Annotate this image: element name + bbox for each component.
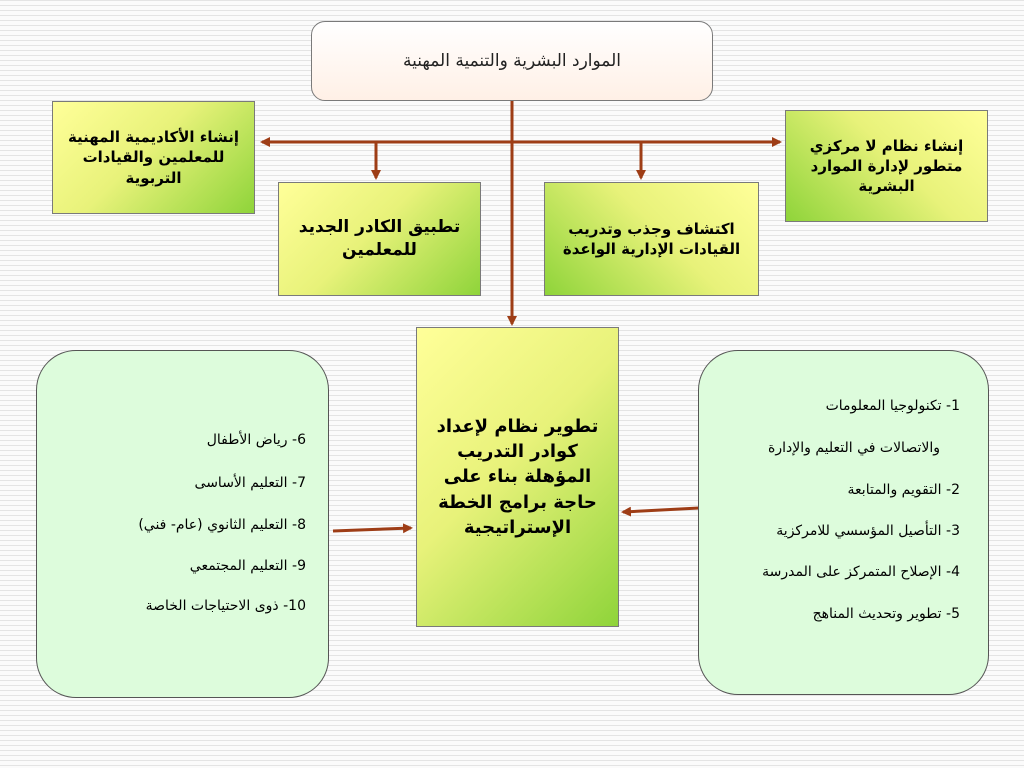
right-list-item: 5- تطوير وتحديث المناهج [812,606,960,622]
box-leaders: اكتشاف وجذب وتدريب القيادات الإدارية الو… [544,182,759,296]
decentral-text: إنشاء نظام لا مركزي متطور لإدارة الموارد… [809,136,964,196]
box-cadre: تطبيق الكادر الجديد للمعلمين [278,182,481,296]
left-list-item: 6- رياض الأطفال [206,432,306,448]
right-list-item: 2- التقويم والمتابعة [847,482,960,498]
box-center: تطوير نظام لإعداد كوادر التدريب المؤهلة … [416,327,619,627]
panel-left: 6- رياض الأطفال 7- التعليم الأساسى 8- ال… [36,350,329,698]
right-list-item: 4- الإصلاح المتمركز على المدرسة [762,564,960,580]
arrow-from-left-panel [332,523,413,534]
left-list-item: 8- التعليم الثانوي (عام- فني) [138,517,306,533]
right-list-item: 3- التأصيل المؤسسي للامركزية [776,523,960,539]
right-list-item: 1- تكنولوجيا المعلومات [825,398,960,414]
leaders-text: اكتشاف وجذب وتدريب القيادات الإدارية الو… [562,219,741,258]
right-list-item: والاتصالات في التعليم والإدارة [768,440,940,456]
title-box: الموارد البشرية والتنمية المهنية [311,21,713,101]
box-decentral: إنشاء نظام لا مركزي متطور لإدارة الموارد… [785,110,988,222]
panel-right: 1- تكنولوجيا المعلومات والاتصالات في الت… [698,350,989,695]
center-text: تطوير نظام لإعداد كوادر التدريب المؤهلة … [436,416,599,538]
left-list-item: 10- ذوى الاحتياجات الخاصة [145,598,306,614]
cadre-text: تطبيق الكادر الجديد للمعلمين [298,217,461,260]
academy-text: إنشاء الأكاديمية المهنية للمعلمين والقيا… [67,128,240,187]
arrow-from-right-panel [621,506,700,517]
left-list-item: 7- التعليم الأساسى [194,475,306,491]
title-text: الموارد البشرية والتنمية المهنية [402,50,622,71]
left-list-item: 9- التعليم المجتمعي [189,558,306,574]
box-academy: إنشاء الأكاديمية المهنية للمعلمين والقيا… [52,101,255,214]
